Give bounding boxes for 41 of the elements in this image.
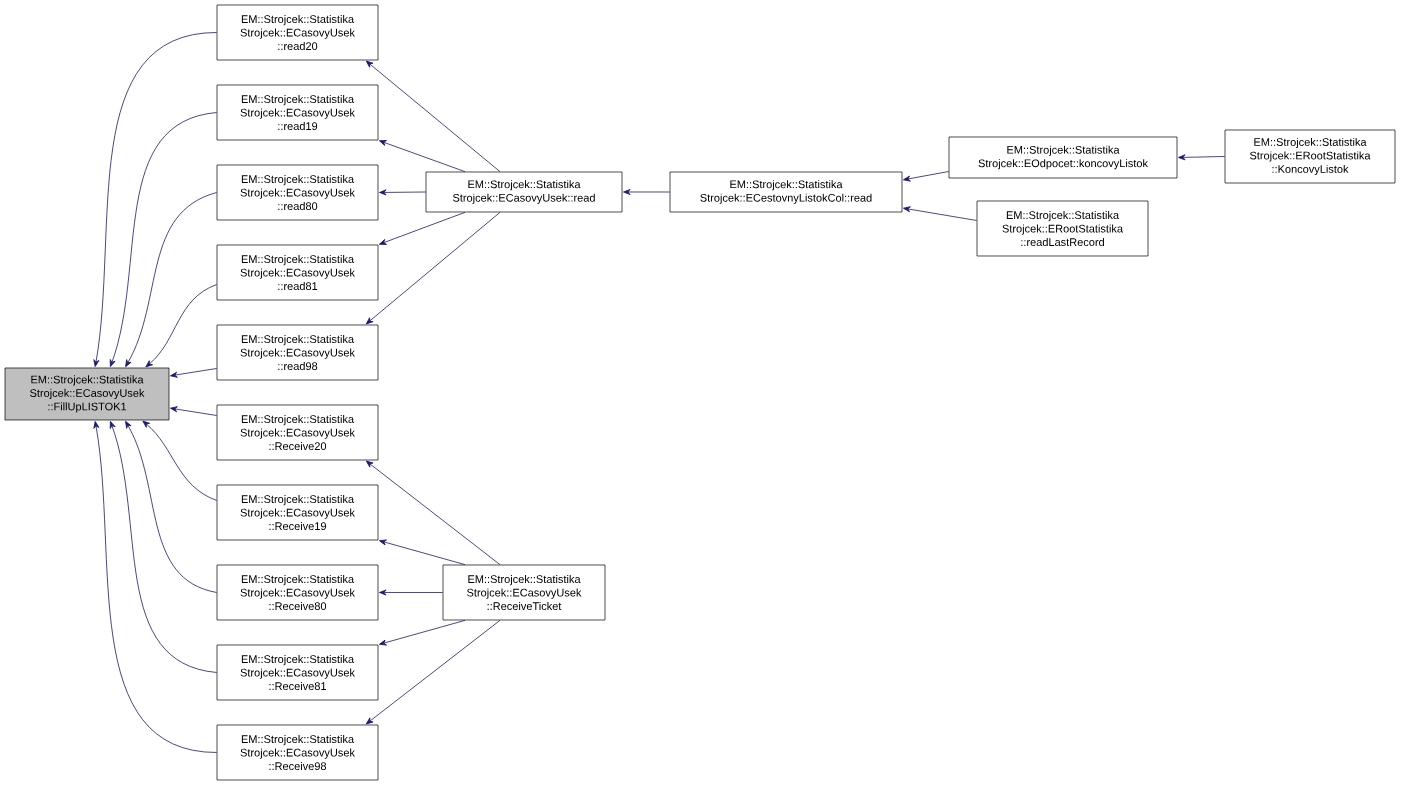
highlighted-function-box: EM::Strojcek::Statistika Strojcek::ECasovyUsek ::FillUpLISTOK1 <box>4 367 170 421</box>
function-box: EM::Strojcek::Statistika Strojcek::ECasovyUsek ::read20 <box>216 4 379 61</box>
function-box: EM::Strojcek::Statistika Strojcek::ERootStatistika ::readLastRecord <box>976 200 1149 257</box>
arrow <box>125 420 218 593</box>
function-box: EM::Strojcek::Statistika Strojcek::ECasovyUsek ::Receive19 <box>216 484 379 541</box>
arrow <box>170 368 218 378</box>
function-box: EM::Strojcek::Statistika Strojcek::ECasovyUsek ::read19 <box>216 84 379 141</box>
function-box: EM::Strojcek::Statistika Strojcek::ECasovyUsek ::read98 <box>216 324 379 381</box>
function-box: EM::Strojcek::Statistika Strojcek::ECasovyUsek ::read80 <box>216 164 379 221</box>
arrow <box>379 211 466 245</box>
arrow <box>379 589 444 596</box>
arrow <box>365 619 501 725</box>
arrow <box>1178 154 1226 161</box>
function-box: EM::Strojcek::Statistika Strojcek::ECasovyUsek ::Receive98 <box>216 724 379 781</box>
function-box: EM::Strojcek::Statistika Strojcek::ECasovyUsek ::Receive80 <box>216 564 379 621</box>
arrow <box>109 112 218 367</box>
function-box: EM::Strojcek::Statistika Strojcek::ECasovyUsek ::Receive81 <box>216 644 379 701</box>
arrow <box>379 140 466 173</box>
arrow <box>170 406 218 416</box>
function-box: EM::Strojcek::Statistika Strojcek::ECasovyUsek ::Receive20 <box>216 404 379 461</box>
function-box: EM::Strojcek::Statistika Strojcek::ECestovnyListokCol::read <box>669 171 903 213</box>
function-box: EM::Strojcek::Statistika Strojcek::ECasovyUsek ::ReceiveTicket <box>442 564 606 621</box>
arrow <box>903 171 950 182</box>
arrow <box>623 189 671 195</box>
function-box: EM::Strojcek::Statistika Strojcek::EOdpocet::koncovyListok <box>948 136 1178 179</box>
arrow <box>903 206 978 221</box>
arrow <box>125 192 218 368</box>
function-box: EM::Strojcek::Statistika Strojcek::ECasovyUsek::read <box>425 171 623 213</box>
arrow <box>109 421 218 673</box>
arrow <box>365 60 501 173</box>
function-box: EM::Strojcek::Statistika Strojcek::ERootStatistika ::KoncovyListok <box>1224 129 1396 184</box>
function-box: EM::Strojcek::Statistika Strojcek::ECasovyUsek ::read81 <box>216 244 379 301</box>
arrow <box>379 539 466 566</box>
arrow <box>93 421 218 753</box>
arrow <box>379 189 427 196</box>
arrow <box>145 284 218 368</box>
arrow <box>365 211 501 325</box>
arrow <box>379 619 466 646</box>
arrow <box>365 460 501 566</box>
arrow <box>93 32 218 367</box>
arrow <box>142 420 218 501</box>
